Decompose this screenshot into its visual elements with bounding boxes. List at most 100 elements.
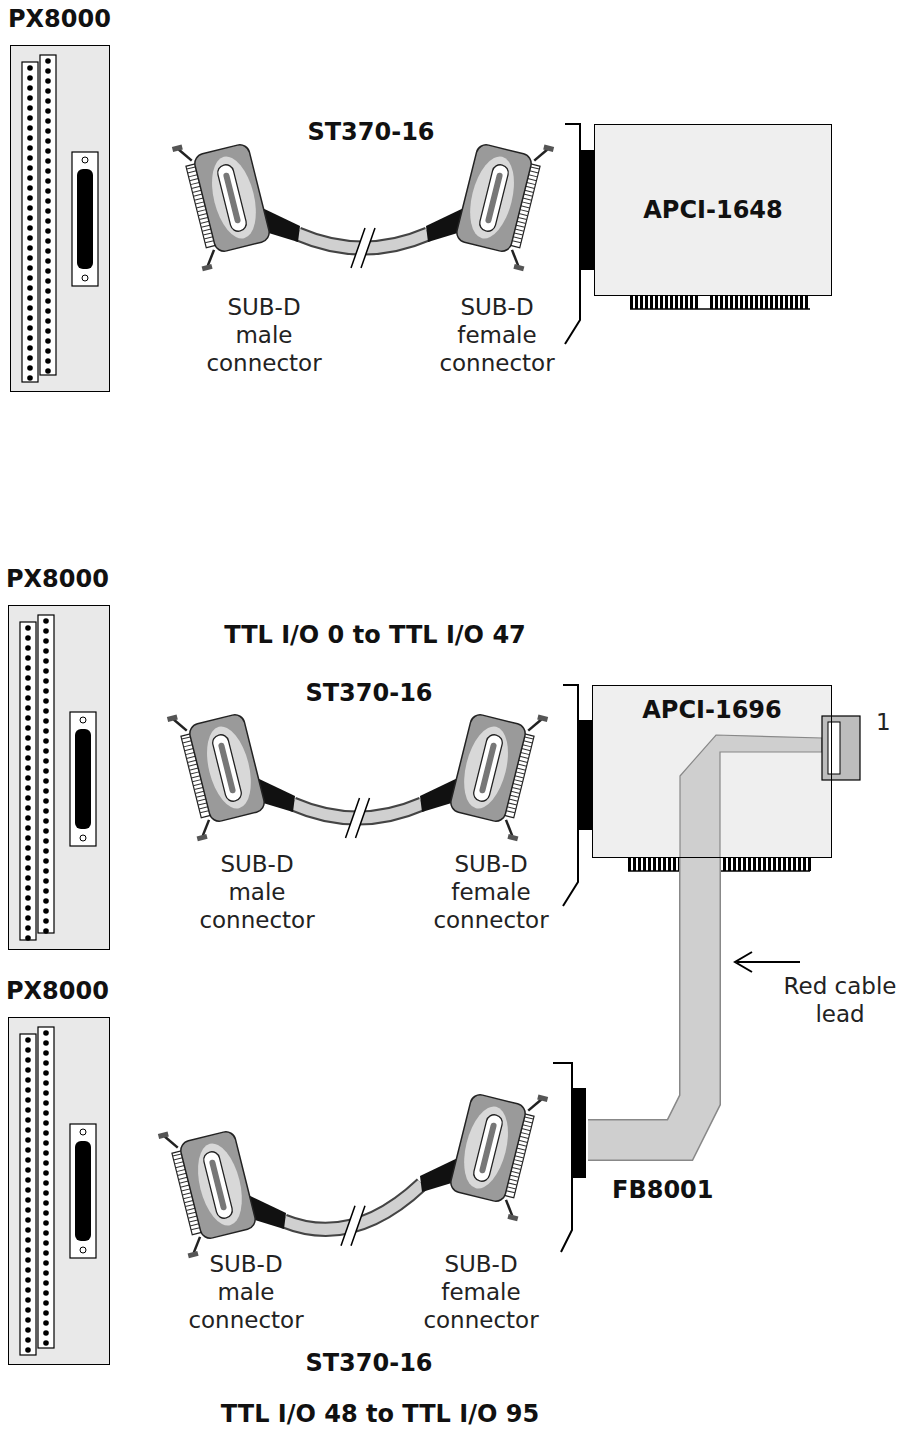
clip-end	[188, 1251, 199, 1258]
terminal-dot	[45, 98, 51, 104]
hood-body	[449, 713, 528, 824]
jack-screw	[478, 163, 510, 233]
slot-bracket: FB8001	[562, 1062, 588, 1252]
terminal-dot	[43, 1270, 49, 1276]
edge-finger	[790, 296, 793, 309]
terminal-dot	[25, 875, 31, 881]
terminal-dot	[25, 655, 31, 661]
terminal-dot	[43, 858, 49, 864]
terminal-dot	[27, 335, 33, 341]
terminal-dot	[43, 1230, 49, 1236]
connector-label: SUB-D male connector	[199, 850, 314, 934]
terminal-dot	[27, 275, 33, 281]
subd-socket-frame	[72, 152, 98, 286]
edge-finger	[655, 296, 658, 309]
terminal-strip	[20, 622, 36, 940]
edge-finger	[680, 296, 683, 309]
terminal-board-drawing	[8, 605, 110, 950]
interface-card: APCI-1696	[592, 685, 832, 858]
terminal-board-drawing	[10, 45, 110, 392]
terminal-dot	[25, 1207, 31, 1213]
terminal-dot	[27, 85, 33, 91]
edge-finger	[778, 858, 781, 871]
terminal-dot	[43, 1310, 49, 1316]
edge-finger	[785, 296, 788, 309]
hood-highlight	[456, 722, 515, 813]
terminal-dot	[25, 795, 31, 801]
terminal-dot	[27, 265, 33, 271]
terminal-dot	[43, 1190, 49, 1196]
terminal-dot	[25, 1257, 31, 1263]
jack-screw-core	[218, 742, 236, 794]
subd-hood	[158, 1116, 261, 1258]
clip-end	[507, 834, 518, 841]
cable-label: ST370-16	[305, 679, 432, 707]
clip-end	[158, 1132, 169, 1139]
terminal-board-drawing	[8, 1017, 110, 1365]
break-mark	[361, 228, 375, 268]
bracket-connector	[572, 1088, 586, 1178]
card-face	[592, 685, 832, 858]
clip-end	[537, 715, 548, 722]
terminal-dot	[43, 1060, 49, 1066]
terminal-dot	[25, 1037, 31, 1043]
terminal-dot	[25, 1277, 31, 1283]
edge-finger	[675, 296, 678, 309]
edge-finger	[773, 858, 776, 871]
terminal-dot	[25, 1047, 31, 1053]
terminal-dot	[43, 1090, 49, 1096]
hood-body	[193, 143, 272, 254]
edge-finger	[648, 858, 651, 871]
ribbon-cable	[588, 858, 700, 1140]
terminal-dot	[25, 1347, 31, 1353]
edge-finger	[780, 296, 783, 309]
edge-finger	[733, 858, 736, 871]
jack-screw-core	[479, 1122, 497, 1174]
cable-label: TTL I/O 48 to TTL I/O 95	[221, 1400, 539, 1428]
terminal-dot	[43, 1160, 49, 1166]
cable-break	[351, 228, 375, 268]
terminal-dot	[45, 308, 51, 314]
edge-finger	[740, 296, 743, 309]
subd-hood	[445, 1079, 548, 1221]
terminal-dot	[27, 75, 33, 81]
edge-finger	[728, 858, 731, 871]
terminal-dot	[43, 688, 49, 694]
terminal-dot	[25, 1087, 31, 1093]
terminal-dot	[45, 368, 51, 374]
terminal-dot	[45, 248, 51, 254]
board-face	[8, 1017, 110, 1365]
terminal-dot	[43, 638, 49, 644]
terminal-dot	[25, 775, 31, 781]
connector-label: SUB-D female connector	[423, 1250, 538, 1334]
edge-finger	[798, 858, 801, 871]
terminal-board: PX8000	[8, 1017, 110, 1365]
jack-screw-core	[209, 1159, 227, 1211]
terminal-dot	[45, 68, 51, 74]
subd-cable-drawing	[167, 699, 548, 841]
terminal-dot	[43, 1120, 49, 1126]
terminal-dot	[25, 625, 31, 631]
terminal-dot	[27, 305, 33, 311]
terminal-dot	[43, 908, 49, 914]
edge-finger	[783, 858, 786, 871]
terminal-dot	[43, 1280, 49, 1286]
terminal-dot	[43, 1260, 49, 1266]
edge-finger	[645, 296, 648, 309]
terminal-dot	[45, 348, 51, 354]
hood-clip	[199, 820, 212, 836]
subd-cable-drawing	[158, 1079, 548, 1258]
edge-finger	[628, 858, 631, 871]
terminal-dot	[27, 225, 33, 231]
terminal-dot	[45, 338, 51, 344]
terminal-dot	[45, 128, 51, 134]
hood-clip	[509, 250, 522, 266]
terminal-dot	[43, 678, 49, 684]
terminal-dot	[25, 835, 31, 841]
edge-finger	[730, 296, 733, 309]
edge-finger	[720, 296, 723, 309]
edge-finger	[743, 858, 746, 871]
subd-socket-frame	[70, 712, 96, 846]
terminal-dot	[45, 188, 51, 194]
terminal-dot	[45, 168, 51, 174]
